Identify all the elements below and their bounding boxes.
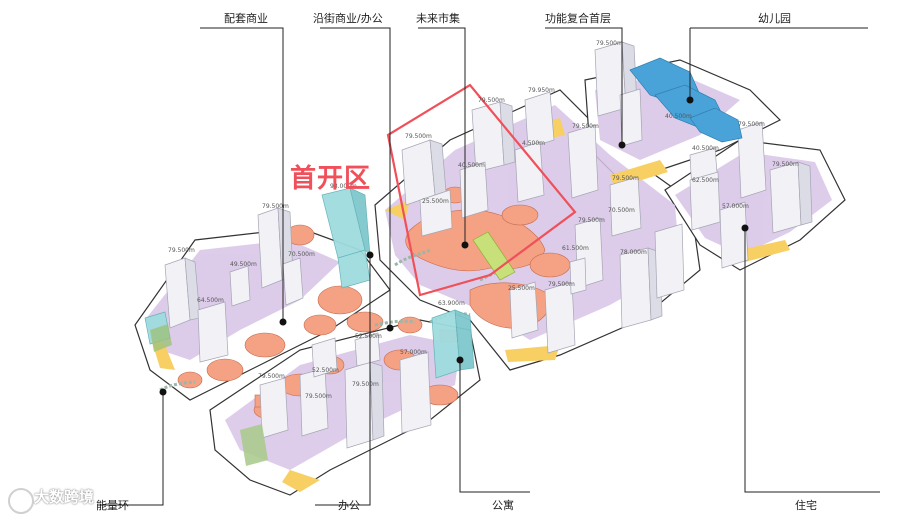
height-marker: 93.000m — [330, 183, 357, 190]
height-marker: 25.500m — [508, 285, 535, 292]
watermark-logo-icon — [8, 488, 34, 514]
label-street-commerce-office: 沿街商业/办公 — [313, 12, 383, 25]
height-marker: 52.500m — [312, 367, 339, 374]
height-marker: 79.500m — [168, 247, 195, 254]
callout-dots — [159, 96, 749, 396]
height-marker: 70.500m — [288, 251, 315, 258]
label-supporting-commerce: 配套商业 — [224, 12, 268, 25]
height-marker: 25.500m — [422, 198, 449, 205]
height-marker: 57.000m — [400, 349, 427, 356]
height-marker: 49.500m — [230, 261, 257, 268]
towers — [164, 41, 813, 449]
height-marker-labels: 79.500m 79.500m 79.950m 79.500m 79.500m … — [168, 40, 799, 400]
height-marker: 4.500m — [522, 140, 545, 147]
height-marker: 70.500m — [608, 207, 635, 214]
green-bar — [150, 231, 516, 466]
height-marker: 79.500m — [596, 40, 623, 47]
kindergarten-block — [629, 57, 743, 143]
label-office: 办公 — [338, 499, 360, 512]
height-marker: 79.500m — [738, 121, 765, 128]
height-marker: 52.500m — [355, 333, 382, 340]
label-future-market: 未来市集 — [416, 12, 460, 25]
height-marker: 63.900m — [438, 300, 465, 307]
first-phase-label: 首开区 — [290, 164, 372, 194]
height-marker: 79.500m — [612, 175, 639, 182]
label-kindergarten: 幼儿园 — [758, 12, 791, 25]
label-residential: 住宅 — [795, 499, 817, 512]
first-phase-frame — [386, 83, 577, 297]
callout-leaders — [100, 27, 880, 506]
height-marker: 79.500m — [772, 161, 799, 168]
height-marker: 40.500m — [665, 113, 692, 120]
height-marker: 79.500m — [405, 133, 432, 140]
watermark-text: 大数跨境 — [34, 488, 95, 506]
height-marker: 62.500m — [692, 177, 719, 184]
label-apartment: 公寓 — [492, 499, 514, 512]
height-marker: 79.500m — [258, 373, 285, 380]
height-marker: 57.000m — [722, 203, 749, 210]
height-marker: 79.500m — [478, 97, 505, 104]
height-marker: 79.500m — [305, 393, 332, 400]
height-marker: 61.500m — [562, 245, 589, 252]
height-marker: 79.500m — [572, 123, 599, 130]
height-marker: 79.500m — [548, 281, 575, 288]
label-energy-ring: 能量环 — [96, 499, 129, 512]
label-mixed-ground-floor: 功能复合首层 — [545, 12, 611, 25]
height-marker: 78.000m — [620, 249, 647, 256]
height-marker: 40.500m — [692, 145, 719, 152]
height-marker: 79.500m — [262, 203, 289, 210]
height-marker: 79.500m — [578, 217, 605, 224]
height-marker: 40.500m — [458, 162, 485, 169]
height-marker: 64.500m — [197, 297, 224, 304]
height-marker: 79.950m — [528, 87, 555, 94]
height-marker: 79.500m — [352, 381, 379, 388]
